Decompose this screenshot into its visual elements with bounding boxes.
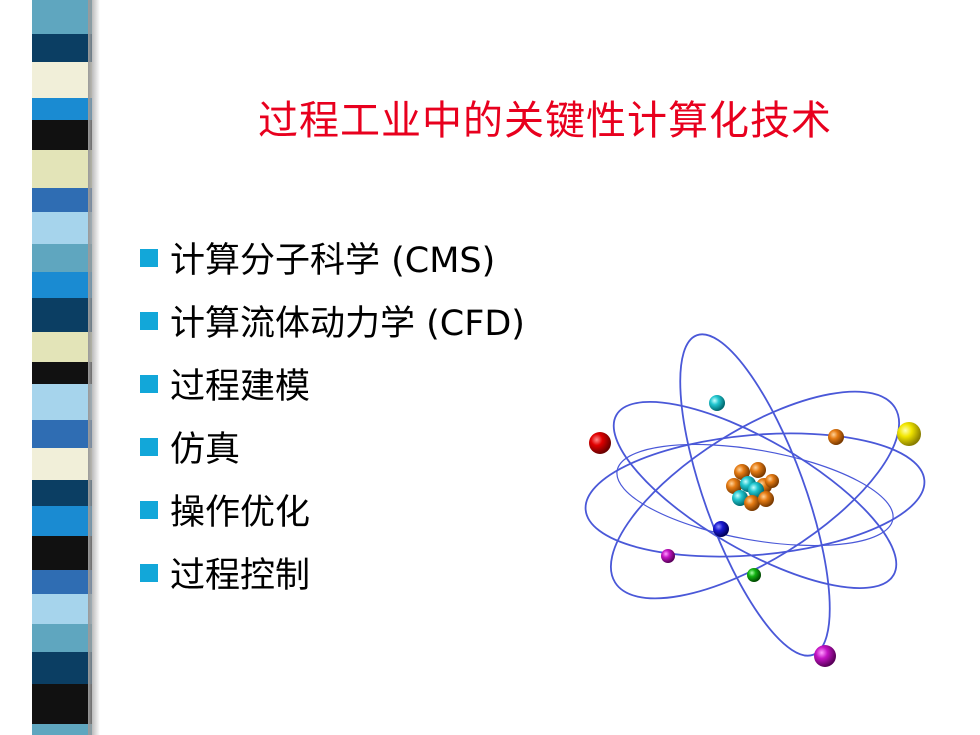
- stripe-band: [32, 480, 92, 506]
- bullet-text: 过程控制: [170, 556, 311, 596]
- stripe-band: [32, 188, 92, 212]
- stripe-band: [32, 594, 92, 624]
- bullet-item: 仿真: [140, 415, 525, 478]
- bullet-text: 仿真: [170, 430, 241, 470]
- stripe-band: [32, 0, 92, 34]
- bullet-list: 计算分子科学 (CMS) 计算流体动力学 (CFD) 过程建模 仿真 操作优化 …: [140, 226, 525, 604]
- bullet-text: 操作优化: [170, 493, 311, 533]
- stripe-band: [32, 624, 92, 652]
- stripe-band: [32, 536, 92, 570]
- stripe-band: [32, 384, 92, 420]
- stripe-band: [32, 62, 92, 98]
- stripe-band: [32, 652, 92, 684]
- stripe-band: [32, 34, 92, 62]
- nucleus: [726, 462, 779, 511]
- stripe-band: [32, 684, 92, 724]
- square-bullet-icon: [140, 311, 158, 330]
- square-bullet-icon: [140, 500, 158, 519]
- square-bullet-icon: [140, 248, 158, 267]
- stripe-band: [32, 272, 92, 298]
- stripe-band: [32, 98, 92, 120]
- square-bullet-icon: [140, 437, 158, 456]
- stripe-band: [32, 212, 92, 244]
- stripe-shadow: [88, 0, 100, 735]
- slide-title: 过程工业中的关键性计算化技术: [258, 98, 832, 144]
- electrons: [589, 395, 921, 667]
- bullet-text: 过程建模: [170, 367, 311, 407]
- bullet-item: 计算流体动力学 (CFD): [140, 289, 525, 352]
- bullet-text: 计算分子科学 (CMS): [170, 241, 496, 281]
- bullet-item: 操作优化: [140, 478, 525, 541]
- stripe-band: [32, 448, 92, 480]
- square-bullet-icon: [140, 374, 158, 393]
- atom-icon: [584, 333, 926, 667]
- stripe-band: [32, 420, 92, 448]
- bullet-item: 过程建模: [140, 352, 525, 415]
- stripe-band: [32, 570, 92, 594]
- stripe-band: [32, 506, 92, 536]
- orbits: [584, 333, 926, 657]
- stripe-band: [32, 298, 92, 332]
- stripe-band: [32, 244, 92, 272]
- decorative-stripe-bar: [32, 0, 92, 735]
- stripe-band: [32, 150, 92, 188]
- stripe-band: [32, 332, 92, 362]
- stripe-band: [32, 362, 92, 384]
- bullet-text: 计算流体动力学 (CFD): [170, 304, 525, 344]
- stripe-band: [32, 724, 92, 735]
- bullet-item: 计算分子科学 (CMS): [140, 226, 525, 289]
- square-bullet-icon: [140, 563, 158, 582]
- stripe-band: [32, 120, 92, 150]
- bullet-item: 过程控制: [140, 541, 525, 604]
